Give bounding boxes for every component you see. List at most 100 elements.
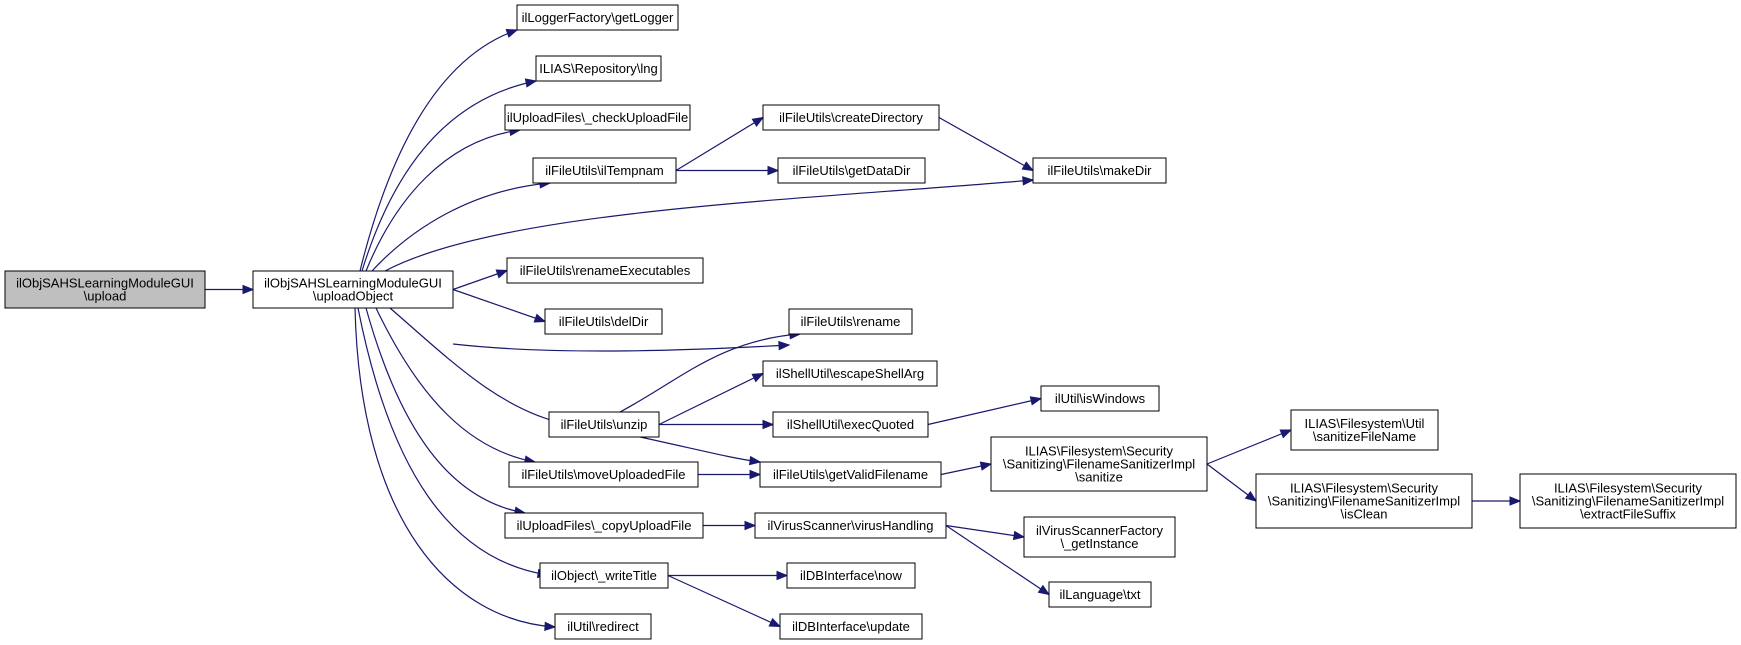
node-label: ilVirusScannerFactory [1036,523,1163,538]
node-box [535,55,662,82]
node-n25[interactable]: ilVirusScannerFactory\_getInstance [1023,516,1176,558]
node-n14[interactable]: ilFileUtils\getDataDir [777,157,926,184]
edge-line [389,307,567,425]
node-n5[interactable]: ilFileUtils\ilTempnam [532,157,677,184]
edge-n1-n9 [375,307,537,465]
node-box [544,308,663,335]
node-n2[interactable]: ilLoggerFactory\getLogger [516,4,679,31]
edge-line [938,116,1034,172]
node-n13[interactable]: ilFileUtils\createDirectory [762,104,940,131]
node-label: ilFileUtils\getDataDir [793,163,911,178]
arrowhead-icon [1037,584,1051,596]
arrowhead-icon [1244,490,1258,502]
edge-line [365,129,521,272]
edge-n13-n22 [938,116,1035,172]
node-label: ILIAS\Filesystem\Security [1554,481,1703,496]
node-label: ilUploadFiles\_copyUploadFile [517,518,692,533]
arrowhead-icon [1509,496,1522,506]
node-box [772,411,929,438]
node-label: ilDBInterface\update [792,619,910,634]
node-box [1040,385,1160,412]
edge-n1-n5 [371,179,552,272]
node-box [779,613,923,640]
node-n4[interactable]: ilUploadFiles\_checkUploadFile [504,104,691,131]
edge-n17-n23 [927,396,1043,426]
arrowhead-icon [749,469,762,480]
arrowhead-icon [1029,396,1043,406]
node-n7[interactable]: ilFileUtils\delDir [544,308,663,335]
node-n9[interactable]: ilFileUtils\moveUploadedFile [508,461,699,488]
arrowhead-icon [979,461,993,471]
edge-n24-n28 [1206,463,1258,502]
node-label: \_getInstance [1060,536,1138,551]
node-box [786,562,916,589]
node-n29[interactable]: ILIAS\Filesystem\Security\Sanitizing\Fil… [1519,473,1737,529]
node-box [990,436,1208,492]
nodes-layer: ilObjSAHSLearningModuleGUI\uploadilObjSA… [4,4,1737,640]
arrowhead-icon [751,116,765,128]
node-label: ilFileUtils\ilTempnam [545,163,663,178]
node-label: ilFileUtils\unzip [561,417,648,432]
edge-line [452,288,546,323]
node-box [252,270,454,309]
node-n27[interactable]: ILIAS\Filesystem\Util\sanitizeFileName [1290,409,1439,451]
node-n3[interactable]: ILIAS\Repository\lng [535,55,662,82]
edge-n1-n10 [365,307,527,516]
node-label: \extractFileSuffix [1580,507,1676,522]
node-label: ilVirusScanner\virusHandling [768,518,934,533]
node-n10[interactable]: ilUploadFiles\_copyUploadFile [504,512,704,539]
edge-line [945,524,1025,538]
edge-n19-n26 [945,525,1051,596]
arrowhead-icon [544,621,557,632]
node-n8[interactable]: ilFileUtils\unzip [548,411,660,438]
node-n18[interactable]: ilFileUtils\getValidFilename [759,461,942,488]
edge-line [1206,429,1292,465]
node-n23[interactable]: ilUtil\isWindows [1040,385,1160,412]
node-n24[interactable]: ILIAS\Filesystem\Security\Sanitizing\Fil… [990,436,1208,492]
node-label: \upload [84,289,127,304]
node-n11[interactable]: ilObject\_writeTitle [539,562,669,589]
edge-n18-n24 [940,461,993,476]
node-box [788,308,913,335]
node-n21[interactable]: ilDBInterface\update [779,613,923,640]
node-n6[interactable]: ilFileUtils\renameExecutables [506,257,704,284]
edge-line [354,307,556,628]
node-n20[interactable]: ilDBInterface\now [786,562,916,589]
edge-n19-n25 [945,524,1026,541]
node-n22[interactable]: ilFileUtils\makeDir [1032,157,1167,184]
node-n0[interactable]: ilObjSAHSLearningModuleGUI\upload [4,270,206,309]
arrowhead-icon [495,269,509,279]
arrowhead-icon [776,570,789,581]
node-box [504,512,704,539]
node-label: ilObjSAHSLearningModuleGUI [16,276,194,291]
arrowhead-icon [1022,176,1035,186]
node-label: \sanitizeFileName [1313,429,1416,444]
edge-n11-n20 [668,570,789,581]
edges-layer [205,28,1522,632]
edge-line [384,179,1034,272]
edge-n8-n16 [658,372,765,426]
edge-n8-n17 [659,419,775,430]
edge-n9-n18 [698,469,762,480]
node-label: ilUploadFiles\_checkUploadFile [507,110,688,125]
edge-line [375,307,536,463]
arrowhead-icon [505,28,519,38]
node-box [762,104,940,131]
node-n26[interactable]: ilLanguage\txt [1048,581,1152,608]
edge-line [361,80,537,272]
node-label: \uploadObject [313,289,394,304]
node-n17[interactable]: ilShellUtil\execQuoted [772,411,929,438]
node-n1[interactable]: ilObjSAHSLearningModuleGUI\uploadObject [252,270,454,309]
node-n28[interactable]: ILIAS\Filesystem\Security\Sanitizing\Fil… [1255,473,1473,529]
node-n16[interactable]: ilShellUtil\escapeShellArg [762,360,938,387]
node-box [1032,157,1167,184]
node-n12[interactable]: ilUtil\redirect [554,613,652,640]
edge-n1-n3 [361,78,538,272]
node-n15[interactable]: ilFileUtils\rename [788,308,913,335]
node-label: \isClean [1341,507,1388,522]
node-label: ILIAS\Filesystem\Security [1025,444,1174,459]
node-n19[interactable]: ilVirusScanner\virusHandling [754,512,947,539]
node-box [1023,516,1176,558]
edge-n10-n19 [703,520,757,531]
edge-line [927,397,1042,426]
